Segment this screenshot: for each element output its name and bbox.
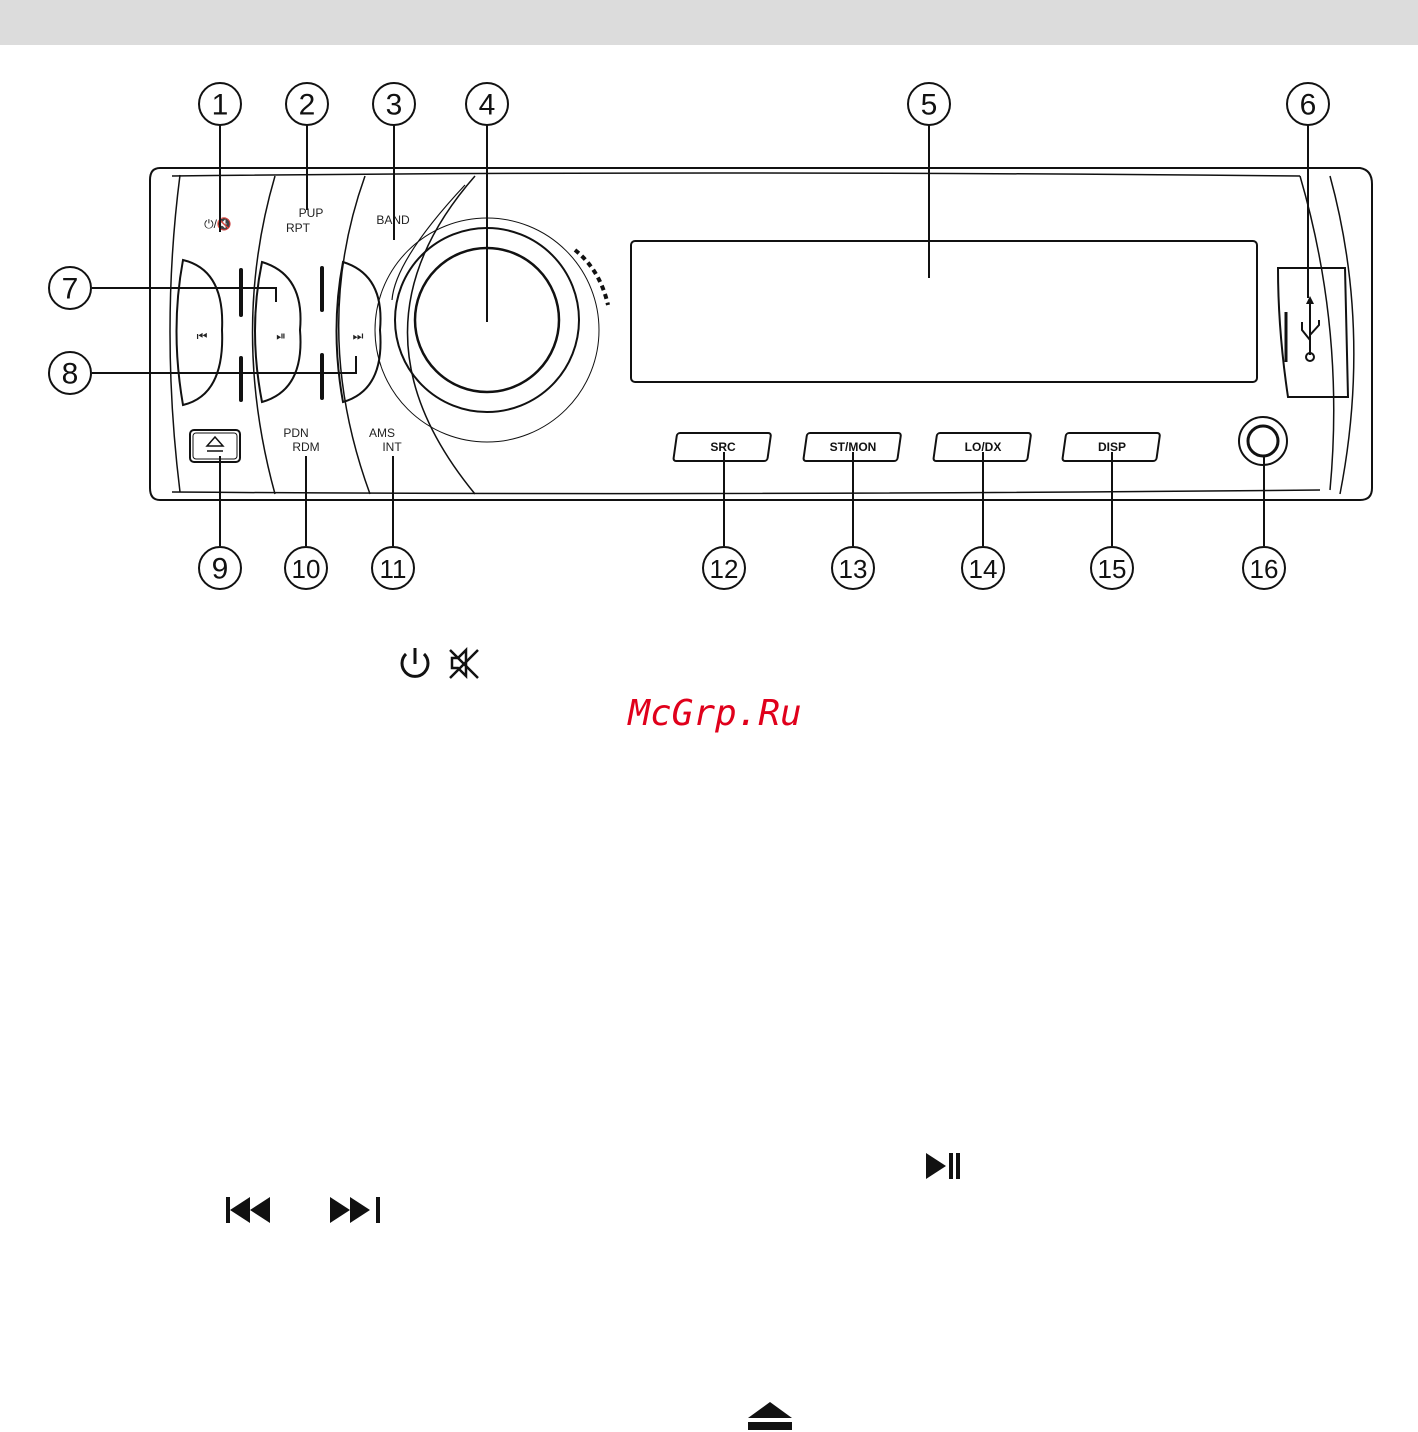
src-label: SRC — [710, 440, 736, 454]
svg-text:3: 3 — [386, 89, 403, 122]
svg-text:2: 2 — [299, 89, 316, 122]
lcd-display — [631, 241, 1257, 382]
svg-text:10: 10 — [292, 554, 321, 584]
faceplate-left-curve — [170, 175, 180, 492]
faceplate-inner-bottom — [172, 490, 1320, 494]
callout-8: 8 — [49, 352, 91, 394]
callout-9: 9 — [199, 547, 241, 589]
eject-symbol-icon — [744, 1400, 796, 1432]
callout-13: 13 — [832, 547, 874, 589]
disp-label: DISP — [1098, 440, 1126, 454]
next-icon: ⏭ — [353, 329, 364, 343]
callout-15: 15 — [1091, 547, 1133, 589]
volume-indicator-arc — [575, 250, 608, 305]
prev-symbol-icon — [224, 1195, 280, 1225]
callout-16: 16 — [1243, 547, 1285, 589]
svg-text:13: 13 — [839, 554, 868, 584]
callout-10: 10 — [285, 547, 327, 589]
st-mon-label: ST/MON — [830, 440, 877, 454]
next-symbol-icon — [328, 1195, 384, 1225]
svg-text:1: 1 — [212, 89, 229, 122]
callout-11: 11 — [372, 547, 414, 589]
svg-text:12: 12 — [710, 554, 739, 584]
rdm-label: RDM — [292, 440, 319, 454]
svg-text:15: 15 — [1098, 554, 1127, 584]
callout-3: 3 — [373, 83, 415, 125]
power-mute-symbols — [398, 646, 482, 682]
svg-text:14: 14 — [969, 554, 998, 584]
usb-icon — [1302, 296, 1319, 361]
ams-label: AMS — [369, 426, 395, 440]
leader-lines — [92, 125, 1308, 546]
play-pause-icon: ⏯ — [276, 329, 286, 343]
power-icon — [402, 648, 428, 676]
callout-14: 14 — [962, 547, 1004, 589]
power-mute-label: ⏻/🔇 — [204, 217, 232, 231]
svg-text:11: 11 — [380, 554, 407, 584]
callout-1: 1 — [199, 83, 241, 125]
mute-icon — [450, 650, 478, 678]
watermark-text: McGrp.Ru — [540, 693, 890, 734]
faceplate-inner-top — [172, 173, 1300, 176]
rpt-label: RPT — [286, 221, 311, 235]
svg-text:9: 9 — [212, 553, 229, 586]
svg-text:8: 8 — [62, 358, 79, 391]
callout-2: 2 — [286, 83, 328, 125]
aux-jack-inner — [1248, 426, 1278, 456]
svg-text:7: 7 — [62, 273, 79, 306]
svg-text:16: 16 — [1250, 554, 1279, 584]
callout-6: 6 — [1287, 83, 1329, 125]
callout-7: 7 — [49, 267, 91, 309]
callout-5: 5 — [908, 83, 950, 125]
car-stereo-diagram: SRC ST/MON LO/DX DISP ⏻/🔇 PUP RPT BAND P… — [0, 0, 1418, 640]
prev-icon: ⏮ — [197, 329, 208, 343]
pdn-label: PDN — [283, 426, 308, 440]
svg-text:5: 5 — [921, 89, 938, 122]
int-label: INT — [382, 440, 402, 454]
faceplate-outline — [150, 168, 1372, 500]
lo-dx-label: LO/DX — [965, 440, 1002, 454]
svg-text:6: 6 — [1300, 89, 1317, 122]
eject-button-icon — [207, 437, 223, 446]
pup-label: PUP — [299, 206, 324, 220]
callout-4: 4 — [466, 83, 508, 125]
play-pause-symbol-icon — [924, 1151, 964, 1181]
callout-12: 12 — [703, 547, 745, 589]
svg-text:4: 4 — [479, 89, 496, 122]
